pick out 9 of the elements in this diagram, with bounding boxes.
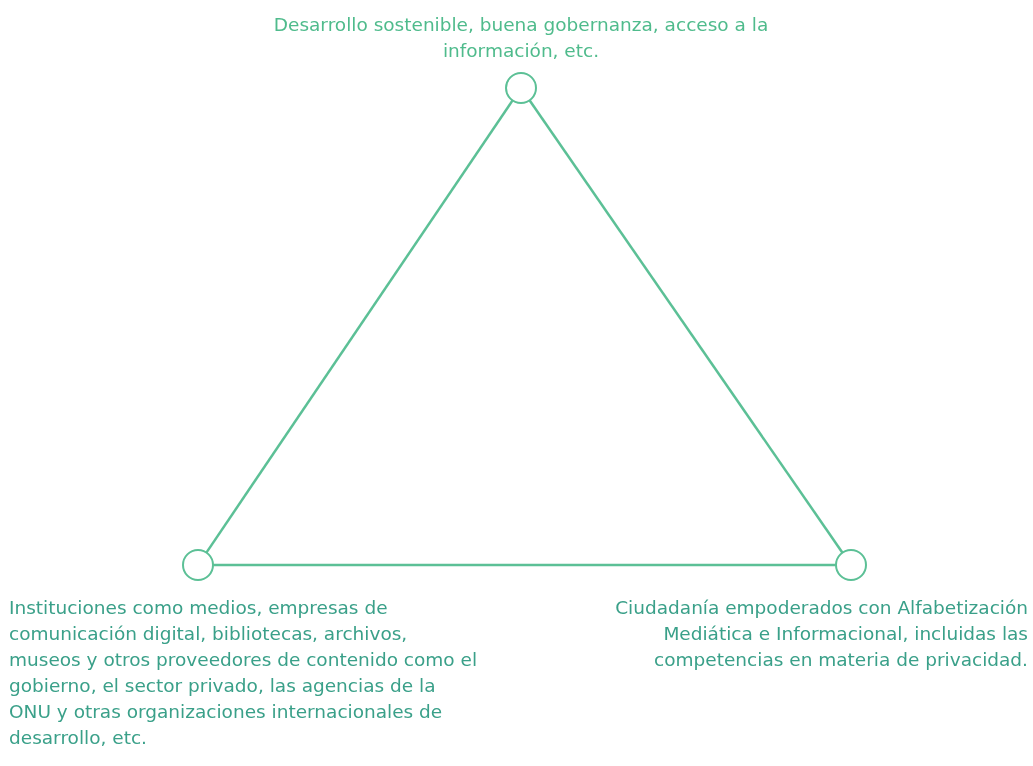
circle-node xyxy=(835,549,867,581)
connector-line xyxy=(528,99,844,554)
node-caption: Ciudadanía empoderados con Alfabetización Mediática e Informacional, incluidas las competencias en materia de privacidad. xyxy=(614,596,1028,672)
node-caption: Instituciones como medios, empresas de comunicación digital, bibliotecas, archivos, museos y otros proveedores de contenido como el gobierno, el sector privado, las agencias de la ONU y otras organizaciones internacionales de desarrollo, etc. xyxy=(9,596,479,750)
connector-line xyxy=(213,563,836,567)
connector-line xyxy=(205,99,514,554)
node-caption: Desarrollo sostenible, buena gobernanza, acceso a la información, etc. xyxy=(272,13,770,63)
circle-node xyxy=(505,72,537,104)
circle-node xyxy=(182,549,214,581)
